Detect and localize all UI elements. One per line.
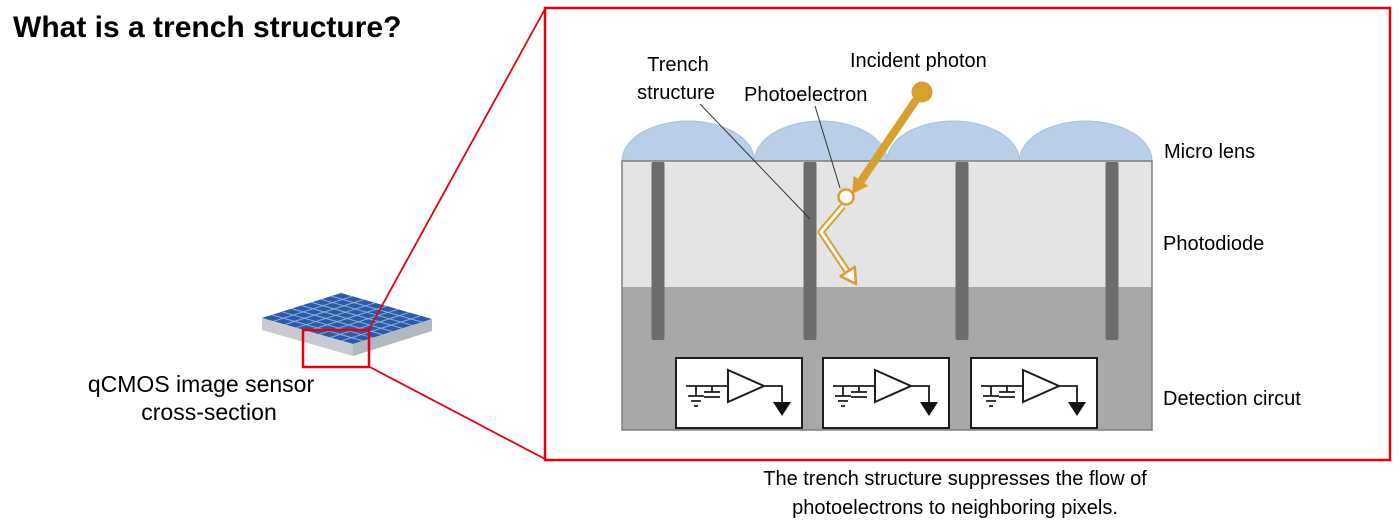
incident-photon-dot xyxy=(911,81,933,103)
panel-caption-line1: The trench structure suppresses the flow… xyxy=(763,468,1147,490)
photoelectron-arrow-head xyxy=(839,265,858,286)
chip-caption-line1: qCMOS image sensor xyxy=(88,371,315,397)
chip-right-face xyxy=(353,319,432,356)
trench-structure-label-line1: Trench xyxy=(647,54,709,76)
zoom-line-bottom xyxy=(367,365,546,460)
trench-leader-line xyxy=(699,103,811,220)
photoelectron-path-core xyxy=(819,205,851,275)
photon-arrow-shaft xyxy=(857,97,920,184)
incident-photon-label: Incident photon xyxy=(850,50,987,72)
chip-highlight-rect xyxy=(301,328,371,369)
circuit-box-1 xyxy=(675,357,803,429)
sensor-body-outline xyxy=(621,160,1153,431)
photon-arrow-head xyxy=(852,175,869,194)
micro-lens-label: Micro lens xyxy=(1164,141,1255,163)
chip-left-face xyxy=(262,318,353,356)
photodiode-label: Photodiode xyxy=(1163,233,1264,255)
zoom-line-top xyxy=(367,8,546,332)
trench-bar-2 xyxy=(803,162,817,340)
trench-structure-label-line2: structure xyxy=(637,82,715,104)
photoelectron-leader-line xyxy=(814,105,841,189)
photodiode-region xyxy=(622,161,1152,287)
photoelectron-dot xyxy=(837,188,855,206)
panel-caption-line2: photoelectrons to neighboring pixels. xyxy=(792,497,1118,519)
chip-illustration xyxy=(262,293,432,369)
trench-bar-4 xyxy=(1105,162,1119,340)
page-title: What is a trench structure? xyxy=(13,11,401,44)
cross-section-diagram: Trench structure Photoelectron Incident … xyxy=(621,50,1301,431)
circuit-box-3 xyxy=(970,357,1098,429)
detection-circuit-label: Detection circut xyxy=(1163,388,1301,410)
trench-bar-3 xyxy=(955,162,969,340)
circuit-box-2 xyxy=(822,357,950,429)
chip-grid-lines xyxy=(271,295,423,342)
chip-caption-line2: cross-section xyxy=(141,399,276,425)
photoelectron-label: Photoelectron xyxy=(744,84,867,106)
trench-bar-1 xyxy=(651,162,665,340)
